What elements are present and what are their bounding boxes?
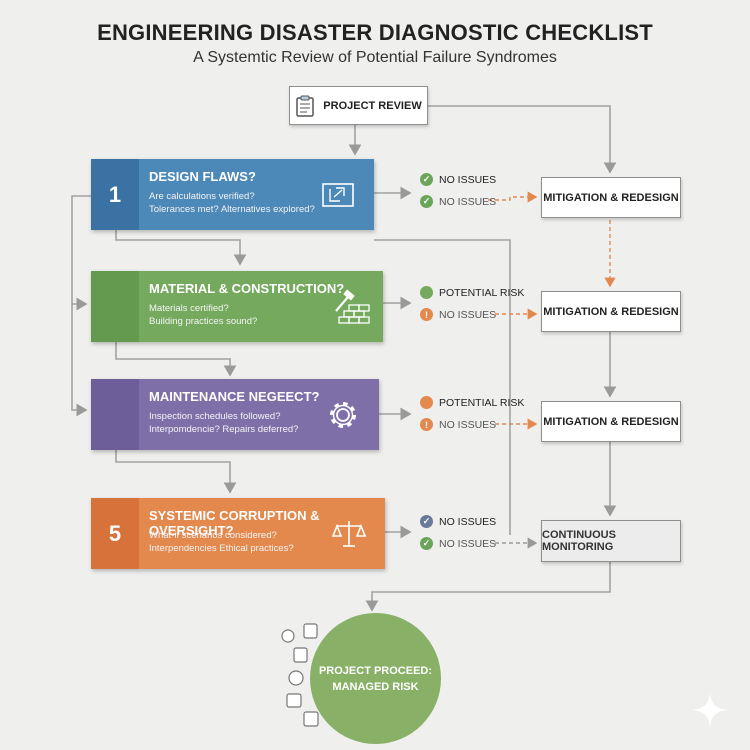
status-item: POTENTIAL RISK [420, 286, 524, 299]
warning-icon: ! [420, 308, 433, 321]
status-item: !NO ISSUES [420, 308, 496, 321]
stage-question: What-if scenarios considered? [149, 530, 277, 541]
sparkle-icon [692, 692, 728, 728]
stage-question: Interpendencies Ethical practices? [149, 543, 294, 554]
sheet-icon [293, 647, 308, 663]
connector-review-mitigation [428, 105, 617, 174]
stage-question: Materials certified? [149, 303, 229, 314]
check-icon: ✓ [420, 195, 433, 208]
stage-maintenance-neglect[interactable]: MAINTENANCE NEGEECT? Inspection schedule… [91, 379, 379, 450]
check-icon: ✓ [420, 173, 433, 186]
warning-icon: ! [420, 418, 433, 431]
report-icon [303, 711, 319, 727]
document-icon [303, 623, 318, 639]
stage-number: 5 [91, 498, 139, 569]
stage-question: Interpomdencie? Repairs deferred? [149, 424, 299, 435]
project-review-node[interactable]: PROJECT REVIEW [289, 86, 428, 125]
stage-systemic-corruption[interactable]: 5 SYSTEMIC CORRUPTION & OVERSIGHT? What-… [91, 498, 385, 569]
project-proceed-node[interactable]: PROJECT PROCEED: MANAGED RISK [310, 613, 441, 744]
final-line1: PROJECT PROCEED: [318, 664, 433, 677]
stage-number [91, 379, 139, 450]
stage-number [91, 271, 139, 342]
tablet-icon [286, 693, 302, 708]
page-title: ENGINEERING DISASTER DIAGNOSTIC CHECKLIS… [97, 20, 653, 45]
info-icon [288, 670, 304, 686]
stage-question: Inspection schedules followed? [149, 411, 281, 422]
stage-question: Building practices sound? [149, 316, 258, 327]
bricks-hammer-icon [335, 289, 370, 324]
check-icon: ✓ [420, 537, 433, 550]
stage-title: DESIGN FLAWS? [149, 169, 256, 184]
blueprint-icon [322, 183, 354, 207]
mitigation-redesign-box[interactable]: MITIGATION & REDESIGN [541, 401, 681, 442]
page-subtitle: A Systemtic Review of Potential Failure … [193, 49, 557, 66]
status-item: ✓NO ISSUES [420, 195, 496, 208]
status-item: !NO ISSUES [420, 418, 496, 431]
status-item: POTENTIAL RISK [420, 396, 524, 409]
stage-number: 1 [91, 159, 139, 230]
risk-dot-icon [420, 396, 433, 409]
check-icon: ✓ [420, 515, 433, 528]
final-line2: MANAGED RISK [332, 680, 419, 693]
continuous-monitoring-box[interactable]: CONTINUOUS MONITORING [541, 520, 681, 562]
gear-icon [281, 629, 295, 643]
project-review-label: PROJECT REVIEW [323, 99, 422, 112]
stage-question: Tolerances met? Alternatives explored? [149, 204, 315, 215]
status-item: ✓NO ISSUES [420, 173, 496, 186]
mitigation-redesign-box[interactable]: MITIGATION & REDESIGN [541, 291, 681, 332]
clipboard-icon [296, 95, 315, 117]
stage-title: MATERIAL & CONSTRUCTION? [149, 281, 345, 296]
status-item: ✓NO ISSUES [420, 515, 496, 528]
stage-material-construction[interactable]: MATERIAL & CONSTRUCTION? Materials certi… [91, 271, 383, 342]
status-item: ✓NO ISSUES [420, 537, 496, 550]
gear-icon [330, 402, 356, 428]
stage-title: SYSTEMIC CORRUPTION & OVERSIGHT? [149, 508, 320, 538]
mitigation-redesign-box[interactable]: MITIGATION & REDESIGN [541, 177, 681, 218]
stage-question: Are calculations verified? [149, 191, 255, 202]
scales-icon [331, 521, 367, 547]
stage-design-flaws[interactable]: 1 DESIGN FLAWS? Are calculations verifie… [91, 159, 374, 230]
stage-title: MAINTENANCE NEGEECT? [149, 389, 320, 404]
risk-dot-icon [420, 286, 433, 299]
decorative-icon-cluster [281, 623, 319, 727]
